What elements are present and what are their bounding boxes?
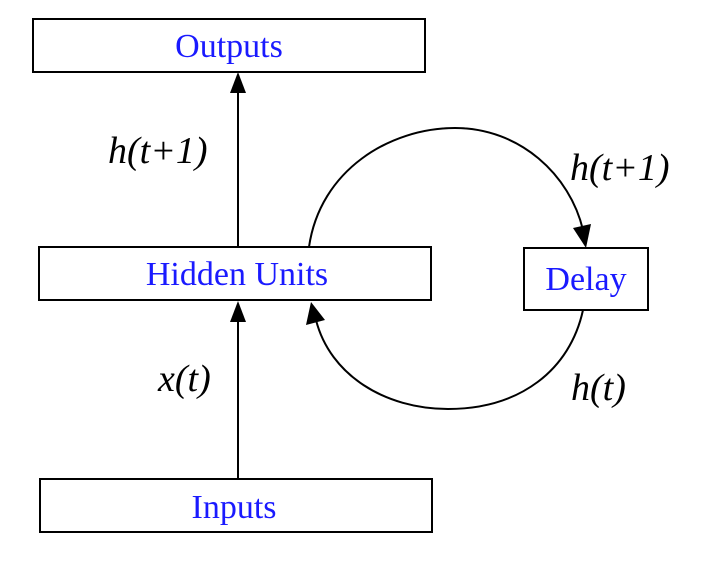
- inputs-label: Inputs: [192, 489, 277, 526]
- delay-label: Delay: [545, 261, 626, 298]
- delay-node: Delay: [523, 247, 649, 311]
- hidden-to-delay-arrowhead: [573, 224, 591, 248]
- delay-in-label: h(t+1): [570, 147, 670, 189]
- hidden-to-outputs-arrow: [230, 72, 246, 247]
- delay-to-hidden-arc: [306, 302, 584, 411]
- delay-to-hidden-arrowhead: [306, 302, 325, 325]
- inputs-to-hidden-arrowhead: [230, 301, 246, 322]
- inputs-to-hidden-arrow: [230, 301, 246, 479]
- delay-out-label: h(t): [571, 367, 626, 409]
- delay-to-hidden-path: [315, 309, 584, 411]
- inputs-node: Inputs: [39, 478, 433, 533]
- inputs-box: [39, 478, 433, 533]
- hidden-units-label: Hidden Units: [146, 256, 328, 293]
- input-edge-label: x(t): [157, 358, 211, 400]
- output-edge-label: h(t+1): [108, 130, 208, 172]
- outputs-box: [32, 18, 426, 73]
- hidden-to-delay-path: [308, 126, 584, 248]
- hidden-units-box: [38, 246, 432, 301]
- outputs-label: Outputs: [175, 28, 283, 65]
- hidden-units-node: Hidden Units: [38, 246, 432, 301]
- hidden-to-outputs-arrowhead: [230, 72, 246, 93]
- hidden-to-delay-arc: [308, 126, 591, 248]
- outputs-node: Outputs: [32, 18, 426, 73]
